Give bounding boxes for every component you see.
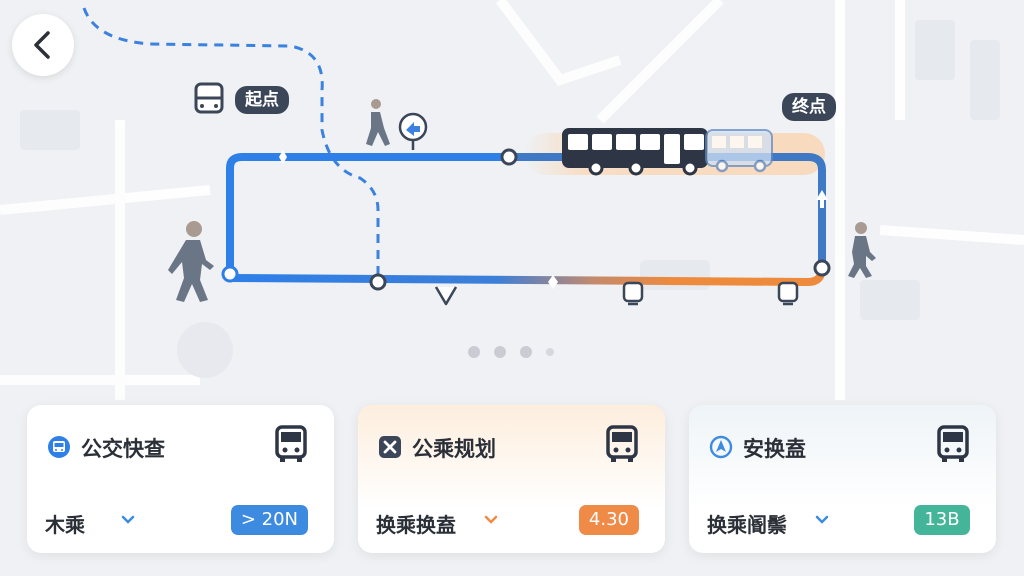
route-badge: 13B (914, 505, 970, 535)
route-badge: > 20N (230, 505, 308, 535)
bus-icon (606, 425, 638, 462)
bus-front-icon (48, 436, 70, 458)
carousel-dot[interactable] (520, 346, 532, 358)
carousel-dot[interactable] (494, 346, 506, 358)
card-title: 公乘规划 (412, 437, 496, 461)
bus-icon (275, 425, 307, 462)
dropdown-value[interactable]: 木乘 (45, 513, 85, 537)
chevron-left-icon (34, 31, 50, 59)
bus-icon (937, 425, 969, 462)
chevron-down-icon[interactable] (484, 515, 498, 525)
back-button[interactable] (12, 14, 74, 76)
end-label: 终点 (782, 93, 836, 121)
dropdown-value[interactable]: 换乘阍鬃 (707, 513, 787, 537)
card-route-planning[interactable]: 公乘规划 换乘换盍 4.30 (358, 405, 665, 553)
route-badge: 4.30 (578, 505, 639, 535)
chevron-down-icon[interactable] (815, 515, 829, 525)
compass-icon (709, 435, 733, 459)
card-transfer[interactable]: 安换盍 换乘阍鬃 13B (689, 405, 996, 553)
card-title: 公交快查 (81, 437, 165, 461)
dropdown-value[interactable]: 换乘换盍 (376, 513, 456, 537)
carousel-dot[interactable] (546, 348, 554, 356)
close-box-icon (379, 436, 401, 458)
chevron-down-icon[interactable] (121, 515, 135, 525)
start-label: 起点 (235, 86, 289, 114)
carousel-dots[interactable] (468, 346, 554, 358)
card-title: 安换盍 (743, 437, 806, 461)
card-bus-query[interactable]: 公交快查 木乘 > 20N (27, 405, 334, 553)
carousel-dot[interactable] (468, 346, 480, 358)
